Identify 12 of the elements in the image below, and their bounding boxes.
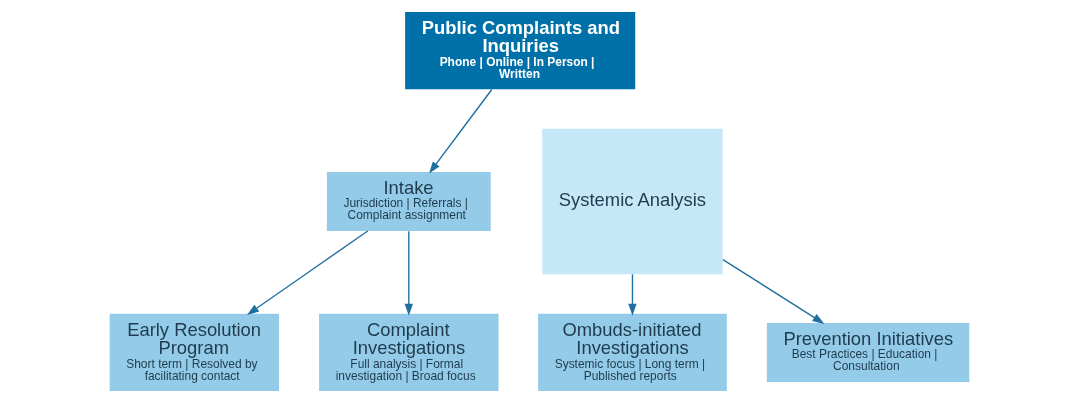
arrow: [404, 230, 413, 316]
node-box: Intake Jurisdiction | Referrals | Complaint assignment: [326, 172, 491, 231]
node-box: Systemic Analysis: [542, 128, 723, 275]
node-box: Public Complaints and Inquiries Phone | Online | In Person | Written: [405, 11, 636, 90]
node-box: Prevention Initiatives Best Practices | Education | Consultation: [766, 323, 970, 382]
arrow: [722, 258, 825, 324]
node-box: Complaint Investigations Full analysis | Formal investigation | Broad focus: [319, 313, 499, 392]
arrow: [429, 88, 493, 174]
node-box: Early Resolution Program Short term | Resolved by facilitating contact: [109, 313, 280, 392]
arrow: [247, 230, 369, 315]
arrow: [628, 273, 637, 316]
node-box: Ombuds-initiated Investigations Systemic focus | Long term | Published reports: [538, 313, 727, 392]
